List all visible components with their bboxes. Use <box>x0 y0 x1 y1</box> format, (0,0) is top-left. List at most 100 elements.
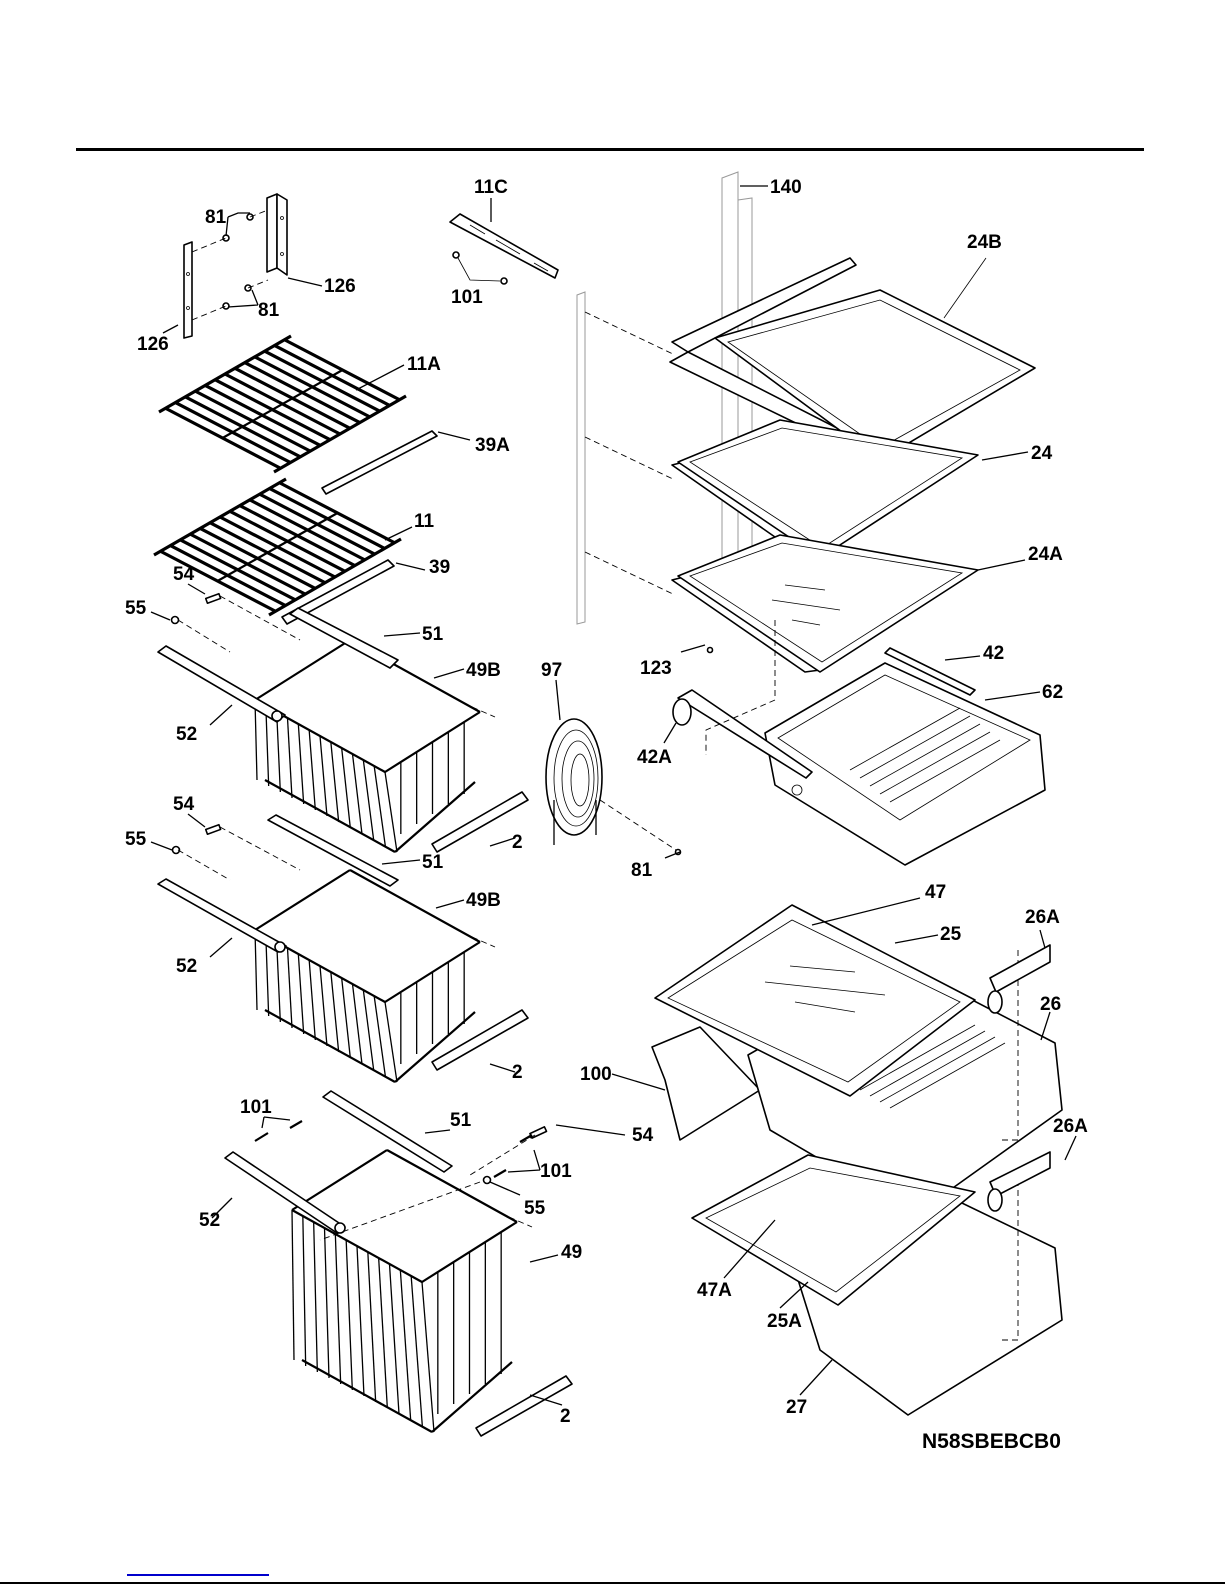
wire-segment <box>291 1209 295 1361</box>
callout-54: 54 <box>173 564 195 585</box>
wire-segment <box>330 741 340 823</box>
callout-140: 140 <box>770 177 802 198</box>
callout-51: 51 <box>422 624 444 645</box>
wire-segment <box>373 765 386 847</box>
part-51-slide-upper <box>289 607 399 669</box>
wire-segment <box>421 1281 435 1433</box>
footer-rule <box>0 1582 1225 1584</box>
callout-101: 101 <box>451 287 483 308</box>
callout-47: 47 <box>925 882 946 903</box>
part-39-trim <box>281 559 395 625</box>
callout-27: 27 <box>786 1397 807 1418</box>
wire-segment <box>388 1263 400 1415</box>
part-52-slide-upper <box>157 645 286 723</box>
wire-segment <box>384 1001 398 1083</box>
wire-segment <box>431 1361 513 1433</box>
callout-26: 26 <box>1040 994 1061 1015</box>
part-24b-glass-shelf <box>669 257 1036 463</box>
wire-segment <box>319 735 328 817</box>
wire-segment <box>276 711 281 793</box>
wire-segment <box>265 705 270 787</box>
wire-segment <box>508 1216 533 1228</box>
callout-26a: 26A <box>1025 907 1060 928</box>
callout-55: 55 <box>125 829 147 850</box>
callout-2: 2 <box>560 1406 571 1427</box>
part-47a-glass-cover <box>691 1154 976 1306</box>
wire-segment <box>254 929 258 1011</box>
part-42-rail <box>884 647 976 696</box>
callout-47a: 47A <box>697 1280 732 1301</box>
wire-segment <box>341 747 351 829</box>
wire-segment <box>308 729 316 811</box>
wire-segment <box>264 779 396 853</box>
callout-25a: 25A <box>767 1311 802 1332</box>
header-rule <box>76 148 1144 151</box>
callout-123: 123 <box>640 658 672 679</box>
wire-segment <box>302 1215 307 1367</box>
wire-segment <box>394 1011 476 1083</box>
rail-left-ghost <box>576 291 676 625</box>
callout-126: 126 <box>324 276 356 297</box>
callout-101: 101 <box>240 1097 272 1118</box>
callout-51: 51 <box>422 852 444 873</box>
callout-24: 24 <box>1031 443 1053 464</box>
part-52-slide-middle <box>157 878 287 953</box>
callout-42: 42 <box>983 643 1004 664</box>
wire-segment <box>399 1269 412 1421</box>
wire-segment <box>286 717 293 799</box>
wire-segment <box>367 1251 377 1403</box>
callout-81: 81 <box>205 207 227 228</box>
callout-55: 55 <box>125 598 147 619</box>
leader-lines <box>150 185 1077 1406</box>
wire-segment <box>221 369 344 439</box>
part-49b-basket-upper <box>254 639 496 853</box>
callout-49: 49 <box>561 1242 582 1263</box>
callout-2: 2 <box>512 1062 523 1083</box>
part-62-pan <box>764 662 1046 866</box>
callout-81: 81 <box>258 300 280 321</box>
part-49b-basket-middle <box>254 869 496 1083</box>
wire-segment <box>264 1009 396 1083</box>
wire-segment <box>378 1257 388 1409</box>
part-11a-wire-shelf <box>158 334 407 474</box>
wire-segment <box>291 1149 388 1211</box>
callout-49b: 49B <box>466 890 501 911</box>
wire-segment <box>323 1227 330 1379</box>
callout-54: 54 <box>173 794 195 815</box>
callout-97: 97 <box>541 660 562 681</box>
part-2-trim-lower <box>475 1375 573 1437</box>
wire-segment <box>334 1233 342 1385</box>
model-code: N58SBEBCB0 <box>922 1430 1061 1453</box>
wire-segment <box>362 989 375 1071</box>
wire-segment <box>308 959 316 1041</box>
callout-126: 126 <box>137 334 169 355</box>
wire-segment <box>276 941 281 1023</box>
part-39a-trim <box>321 430 438 495</box>
wire-segment <box>394 781 476 853</box>
wire-segment <box>386 1149 518 1223</box>
wire-segment <box>349 869 481 943</box>
wire-segment <box>254 639 351 701</box>
callout-11a: 11A <box>407 354 441 375</box>
callout-26a: 26A <box>1053 1116 1088 1137</box>
wire-segment <box>265 935 270 1017</box>
wire-segment <box>345 1239 353 1391</box>
part-42a-rail <box>672 620 813 779</box>
part-2-trim-upper <box>431 791 529 853</box>
wire-segment <box>254 699 258 781</box>
wire-segment <box>330 971 340 1053</box>
part-24a-glass-shelf <box>671 534 979 673</box>
wire-segment <box>297 723 305 805</box>
wire-segment <box>313 1221 318 1373</box>
callout-39: 39 <box>429 557 450 578</box>
wire-segment <box>356 1245 365 1397</box>
callout-39a: 39A <box>475 435 510 456</box>
callout-55: 55 <box>524 1198 546 1219</box>
part-52-slide-lower <box>224 1151 346 1234</box>
footer-link-underline[interactable] <box>127 1574 269 1576</box>
wire-segment <box>362 759 375 841</box>
callout-54: 54 <box>632 1125 654 1146</box>
part-47-glass-cover <box>654 904 976 1097</box>
callout-11: 11 <box>414 511 435 532</box>
